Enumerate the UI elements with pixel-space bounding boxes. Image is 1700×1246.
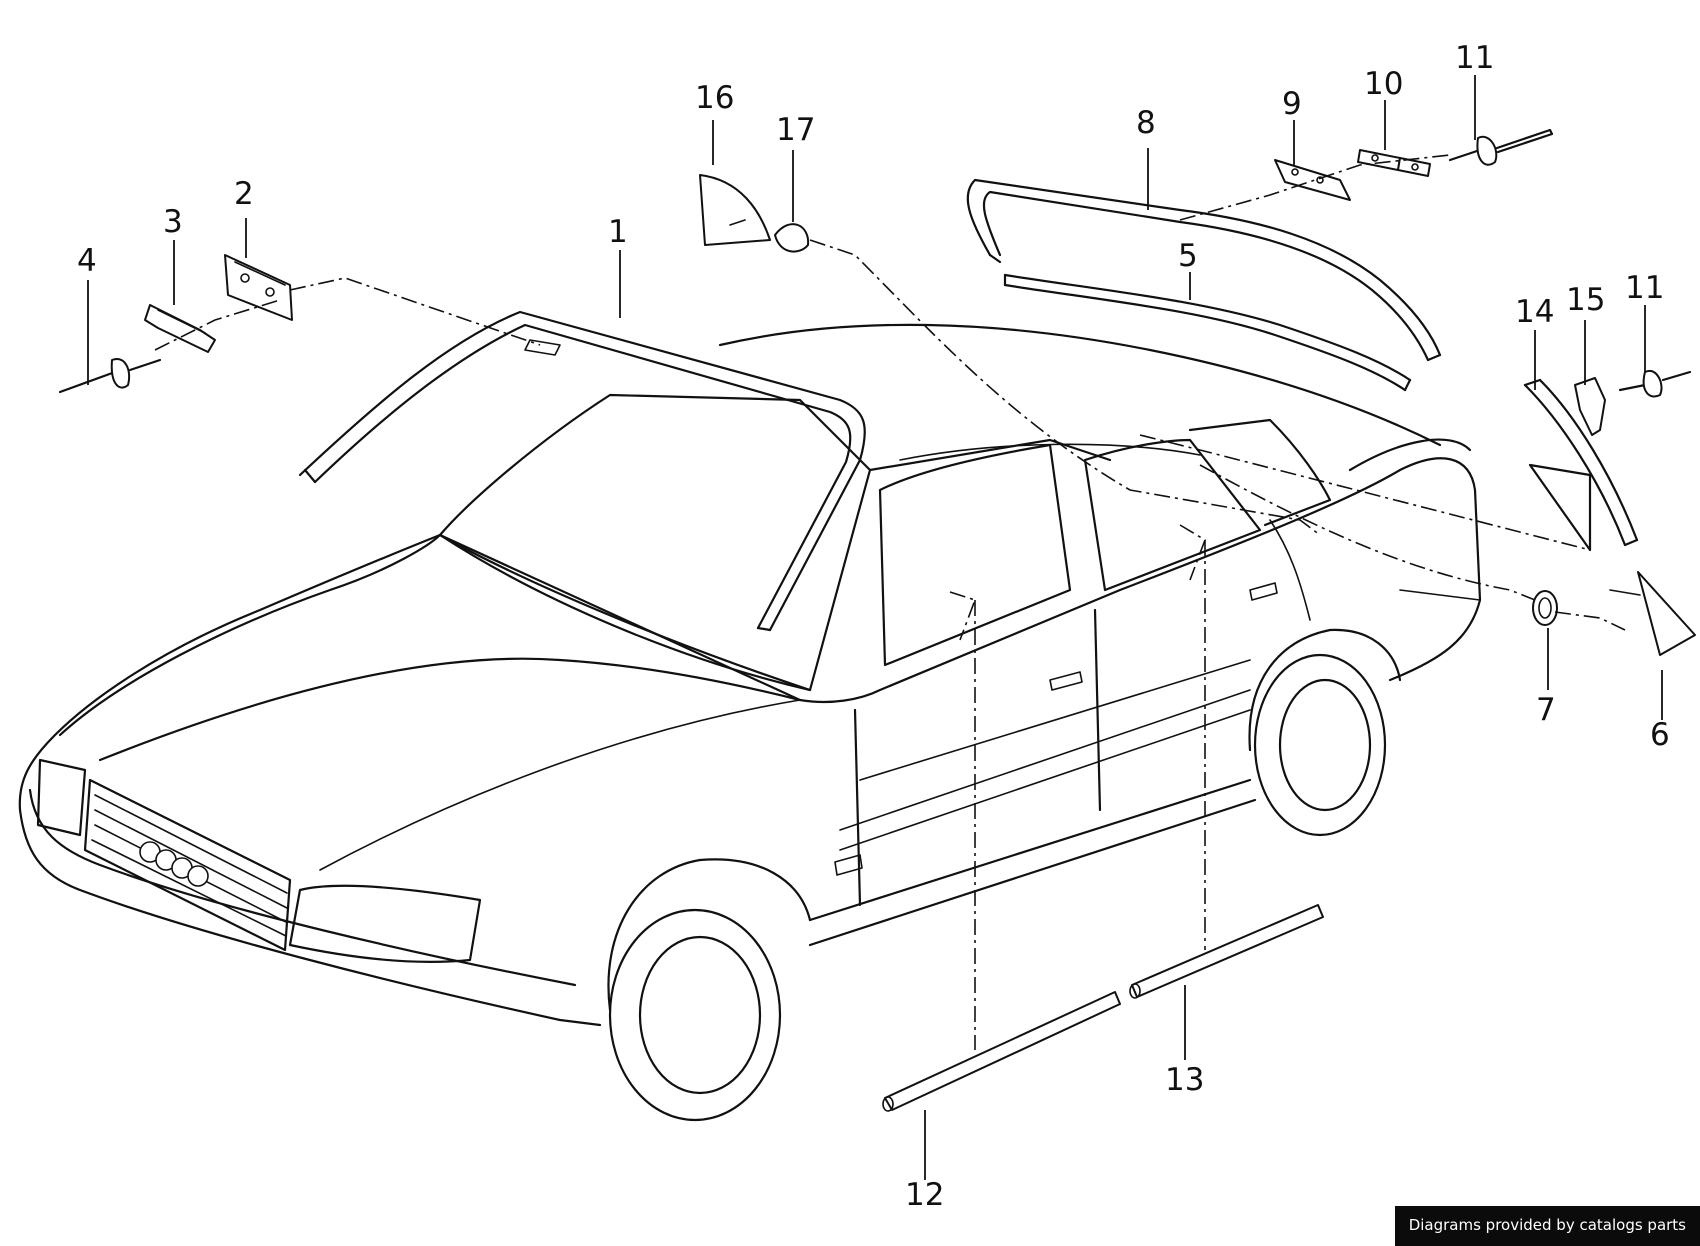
callout-11-right: 11: [1625, 270, 1664, 306]
callout-16: 16: [695, 80, 734, 116]
assembly-lines: [154, 154, 1626, 1050]
door-frame-molding-8: [966, 178, 1442, 362]
brand-rings-icon: [139, 841, 209, 887]
clip-3: [144, 304, 216, 353]
callout-10: 10: [1364, 66, 1403, 102]
grommet-17: [774, 223, 810, 253]
callout-12: 12: [905, 1177, 944, 1213]
callout-1: 1: [608, 214, 628, 250]
diagram-credit-badge: Diagrams provided by catalogs parts: [1394, 1206, 1700, 1246]
corner-trim-6: [1609, 571, 1696, 656]
rivet-11-top: [1448, 128, 1554, 166]
windshield-molding-1: [298, 310, 866, 632]
callout-2: 2: [234, 176, 254, 212]
callout-labels: 1 2 3 4 5 6 7 8 9 10 11 11 12 13 14 15 1…: [77, 40, 1670, 1213]
callout-4: 4: [77, 243, 97, 279]
callout-5: 5: [1178, 238, 1198, 274]
callout-14: 14: [1515, 294, 1554, 330]
corner-trim-16: [699, 174, 771, 246]
roof-and-windows: [438, 323, 1442, 692]
callout-3: 3: [163, 204, 183, 240]
window-seal-5: [1003, 273, 1412, 392]
door-molding-13: [1129, 904, 1324, 999]
callout-9: 9: [1282, 86, 1302, 122]
bracket-2: [224, 254, 293, 321]
rivet-4: [58, 358, 162, 394]
callout-11-top: 11: [1455, 40, 1494, 76]
callout-6: 6: [1650, 717, 1670, 753]
callout-8: 8: [1136, 105, 1156, 141]
car-body: [18, 438, 1482, 1122]
clip-15: [1574, 377, 1606, 436]
slider-10: [1357, 149, 1431, 177]
pillar-trim-14: [1523, 378, 1639, 552]
callout-17: 17: [776, 112, 815, 148]
callout-15: 15: [1566, 282, 1605, 318]
grommet-7: [1532, 590, 1558, 626]
callout-7: 7: [1536, 692, 1556, 728]
rivet-11-right: [1618, 369, 1692, 398]
callout-13: 13: [1165, 1062, 1204, 1098]
door-molding-12: [882, 991, 1121, 1112]
leader-lines: [87, 75, 1663, 1180]
